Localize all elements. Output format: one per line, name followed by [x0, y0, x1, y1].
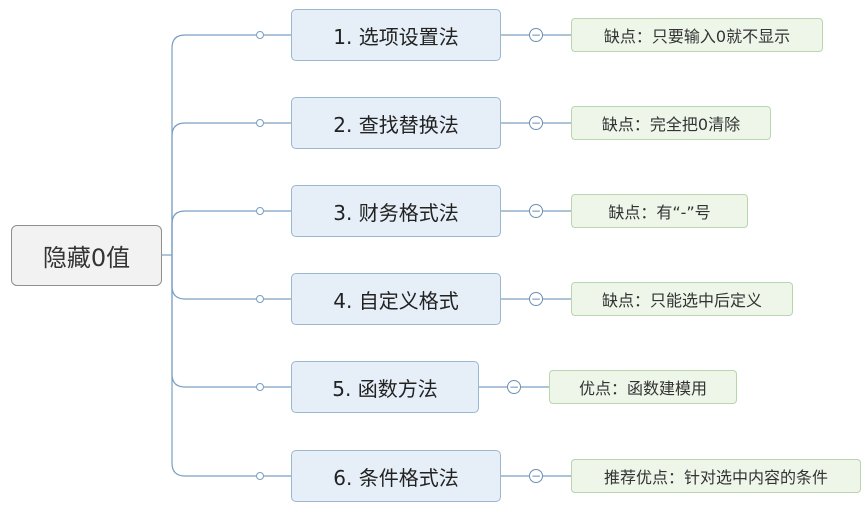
note-topic-3[interactable]: 缺点：有“-”号: [571, 194, 748, 228]
connector-dot: [256, 31, 264, 39]
branch-topic-label: 4. 自定义格式: [333, 288, 459, 313]
note-topic-label: 缺点：只要输入0就不显示: [603, 27, 791, 46]
note-topic-label: 推荐优点：针对选中内容的条件: [603, 468, 828, 487]
note-topic-label: 缺点：完全把0清除: [601, 115, 741, 134]
branch-topic-2[interactable]: 2. 查找替换法: [291, 97, 501, 149]
collapse-toggle-icon[interactable]: −: [529, 469, 543, 483]
note-topic-1[interactable]: 缺点：只要输入0就不显示: [571, 18, 823, 52]
root-topic[interactable]: 隐藏0值: [11, 225, 162, 286]
note-topic-5[interactable]: 优点：函数建模用: [549, 370, 737, 404]
collapse-toggle-icon[interactable]: −: [529, 204, 543, 218]
note-topic-label: 缺点：有“-”号: [608, 203, 711, 222]
note-topic-6[interactable]: 推荐优点：针对选中内容的条件: [571, 459, 861, 493]
collapse-toggle-icon[interactable]: −: [529, 28, 543, 42]
branch-topic-4[interactable]: 4. 自定义格式: [291, 273, 501, 325]
note-topic-label: 优点：函数建模用: [578, 379, 707, 398]
branch-topic-1[interactable]: 1. 选项设置法: [291, 9, 501, 61]
collapse-toggle-icon[interactable]: −: [507, 380, 521, 394]
connector-dot: [256, 472, 264, 480]
connector-dot: [256, 119, 264, 127]
branch-topic-6[interactable]: 6. 条件格式法: [291, 450, 501, 502]
branch-topic-label: 6. 条件格式法: [333, 465, 459, 490]
note-topic-4[interactable]: 缺点：只能选中后定义: [571, 282, 793, 316]
collapse-toggle-icon[interactable]: −: [529, 116, 543, 130]
branch-topic-label: 3. 财务格式法: [333, 200, 459, 225]
note-topic-label: 缺点：只能选中后定义: [601, 291, 762, 310]
branch-topic-5[interactable]: 5. 函数方法: [291, 361, 479, 413]
connector-dot: [256, 207, 264, 215]
root-topic-label: 隐藏0值: [42, 244, 131, 272]
collapse-toggle-icon[interactable]: −: [529, 292, 543, 306]
branch-topic-label: 5. 函数方法: [332, 376, 438, 401]
connector-dot: [256, 383, 264, 391]
note-topic-2[interactable]: 缺点：完全把0清除: [571, 106, 771, 140]
branch-topic-3[interactable]: 3. 财务格式法: [291, 185, 501, 237]
branch-topic-label: 1. 选项设置法: [333, 24, 459, 49]
branch-topic-label: 2. 查找替换法: [333, 112, 459, 137]
connector-dot: [256, 295, 264, 303]
